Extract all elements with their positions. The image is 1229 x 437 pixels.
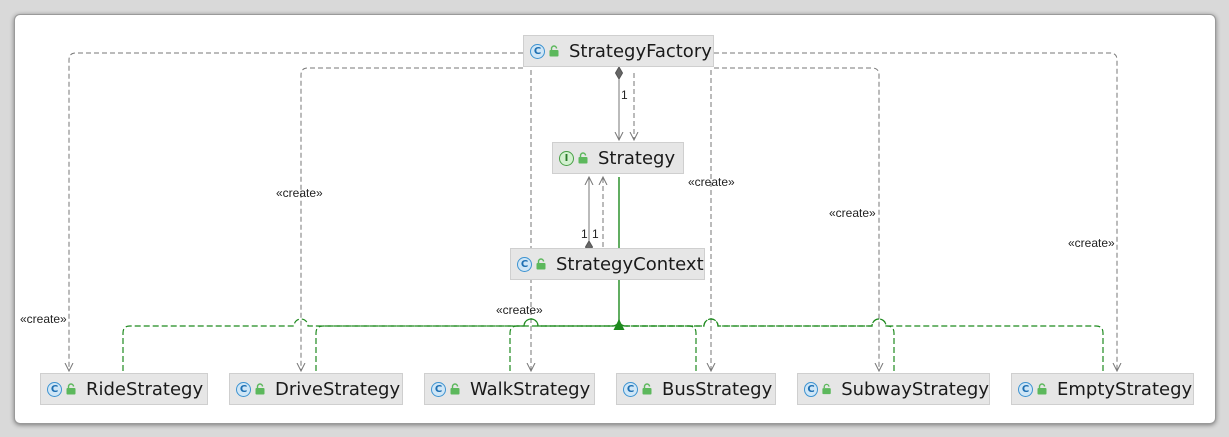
lock-icon bbox=[536, 258, 546, 270]
lock-icon bbox=[255, 383, 265, 395]
create-edge-empty bbox=[714, 52, 1117, 371]
node-ride-strategy[interactable]: C RideStrategy bbox=[40, 373, 208, 405]
realization-edge-drive bbox=[315, 318, 612, 371]
node-walk-strategy[interactable]: C WalkStrategy bbox=[424, 373, 595, 405]
class-icon: C bbox=[1018, 381, 1033, 397]
class-icon: C bbox=[623, 381, 638, 397]
node-strategy-context[interactable]: C StrategyContext bbox=[510, 248, 705, 280]
multiplicity-context-right: 1 bbox=[592, 227, 599, 241]
realization-edge-subway bbox=[626, 318, 895, 371]
lock-icon bbox=[578, 152, 588, 164]
realization-edge-ride bbox=[122, 318, 612, 371]
lock-icon bbox=[549, 45, 559, 57]
node-bus-strategy[interactable]: C BusStrategy bbox=[616, 373, 776, 405]
node-strategy-factory[interactable]: C StrategyFactory bbox=[523, 35, 714, 67]
interface-icon: I bbox=[559, 150, 574, 166]
create-label-bus: «create» bbox=[688, 175, 735, 189]
lock-icon bbox=[450, 383, 460, 395]
node-label: DriveStrategy bbox=[275, 378, 401, 400]
create-edge-drive bbox=[301, 67, 523, 371]
class-icon: C bbox=[236, 381, 251, 397]
node-label: BusStrategy bbox=[662, 378, 773, 400]
diagram-edges bbox=[15, 52, 1215, 423]
multiplicity-factory: 1 bbox=[621, 88, 628, 102]
create-edge-ride bbox=[69, 52, 523, 371]
class-icon: C bbox=[517, 256, 532, 272]
lock-icon bbox=[66, 383, 76, 395]
node-empty-strategy[interactable]: C EmptyStrategy bbox=[1011, 373, 1194, 405]
node-label: StrategyFactory bbox=[569, 40, 712, 62]
node-label: SubwayStrategy bbox=[841, 378, 989, 400]
node-label: Strategy bbox=[598, 147, 676, 169]
node-label: StrategyContext bbox=[556, 253, 704, 275]
lock-icon bbox=[642, 383, 652, 395]
node-subway-strategy[interactable]: C SubwayStrategy bbox=[797, 373, 990, 405]
multiplicity-context-left: 1 bbox=[581, 227, 588, 241]
class-icon: C bbox=[47, 381, 62, 397]
class-icon: C bbox=[804, 381, 819, 397]
lock-icon bbox=[1037, 383, 1047, 395]
realization-edge-walk bbox=[509, 318, 612, 371]
realization-edge-empty bbox=[626, 318, 1104, 371]
node-label: RideStrategy bbox=[86, 378, 204, 400]
class-icon: C bbox=[431, 381, 446, 397]
node-drive-strategy[interactable]: C DriveStrategy bbox=[229, 373, 403, 405]
diagram-canvas: «create» «create» «create» «create» «cre… bbox=[14, 14, 1216, 424]
node-label: WalkStrategy bbox=[470, 378, 591, 400]
create-label-drive: «create» bbox=[276, 186, 323, 200]
create-label-subway: «create» bbox=[829, 206, 876, 220]
create-label-walk: «create» bbox=[496, 303, 543, 317]
create-label-empty: «create» bbox=[1068, 236, 1115, 250]
node-label: EmptyStrategy bbox=[1057, 378, 1193, 400]
create-label-ride: «create» bbox=[20, 312, 67, 326]
class-icon: C bbox=[530, 43, 545, 59]
lock-icon bbox=[822, 383, 831, 395]
realization-edge-bus bbox=[626, 325, 697, 371]
node-strategy[interactable]: I Strategy bbox=[552, 142, 684, 174]
realization-trunk bbox=[612, 177, 626, 326]
create-edge-subway bbox=[714, 67, 879, 371]
